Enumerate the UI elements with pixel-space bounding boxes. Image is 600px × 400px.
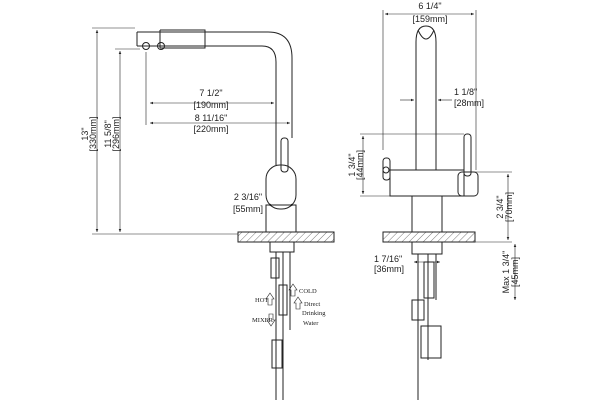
- arrow-down-icon: [266, 313, 276, 327]
- front-lever: [457, 171, 479, 197]
- base-height-imperial: 2 3/4": [495, 195, 505, 218]
- front-dimensions: [360, 10, 517, 300]
- front-body: [389, 169, 465, 197]
- side-shank: [269, 241, 295, 253]
- arrow-up-icon: [288, 283, 298, 297]
- front-spout-tip: [417, 29, 435, 40]
- side-dimensions: [92, 27, 294, 235]
- label-drinking: Drinking: [302, 310, 326, 317]
- front-base: [411, 195, 443, 233]
- label-hot: HOT: [255, 297, 268, 304]
- spout-diameter-metric: [28mm]: [454, 98, 484, 108]
- reach-total-imperial: 8 11/16": [195, 113, 228, 123]
- base-height-metric: [70mm]: [504, 192, 514, 222]
- arrow-up-icon: [265, 292, 275, 306]
- reach-outlet-imperial: 7 1/2": [199, 88, 222, 98]
- spout-diameter-imperial: 1 1/8": [454, 87, 477, 97]
- side-hose-fitting-1: [270, 257, 280, 279]
- front-view: [382, 25, 479, 400]
- deck-thickness-metric: [45mm]: [510, 257, 520, 287]
- height-spout-metric: [296mm]: [111, 116, 121, 151]
- side-countertop: [237, 231, 335, 243]
- arrow-up-icon: [293, 296, 303, 310]
- shank-diameter-imperial: 1 7/16": [374, 254, 402, 264]
- label-mixer: MIXER: [252, 317, 274, 324]
- front-hose-fitting-2: [411, 299, 425, 321]
- side-spout: [137, 31, 293, 165]
- side-hoses: [275, 252, 291, 400]
- width-metric: [159mm]: [412, 14, 447, 24]
- front-shank: [411, 241, 443, 255]
- side-lever: [280, 137, 289, 173]
- front-filter: [420, 325, 442, 359]
- side-body: [265, 164, 297, 210]
- width-imperial: 6 1/4": [418, 1, 441, 11]
- front-countertop: [382, 231, 476, 243]
- front-dimension-text: 6 1/4" [159mm] 1 1/8" [28mm] 1 3/4" [44m…: [347, 1, 520, 293]
- base-diameter-metric: [55mm]: [233, 204, 263, 214]
- side-view: [136, 29, 335, 400]
- side-outlet-1: [142, 42, 150, 50]
- hose-labels: COLD HOT Direct Drinking Water MIXER: [252, 283, 326, 327]
- deck-thickness-imperial: Max 1 3/4": [501, 251, 511, 294]
- base-diameter-imperial: 2 3/16": [234, 192, 262, 202]
- handle-height-imperial: 1 3/4": [347, 153, 357, 176]
- label-cold: COLD: [299, 288, 317, 295]
- side-dimension-text: 13" [330mm] 11 5/8" [296mm] 7 1/2" [190m…: [80, 88, 263, 214]
- side-hose-fitting-2: [278, 284, 288, 316]
- height-total-imperial: 13": [80, 127, 90, 140]
- front-spout: [415, 25, 437, 170]
- front-handle-right: [463, 133, 472, 177]
- side-outlet-2: [157, 42, 165, 50]
- label-water: Water: [303, 320, 319, 327]
- height-spout-imperial: 11 5/8": [103, 120, 113, 148]
- front-hose-fitting-1: [423, 261, 435, 299]
- reach-total-metric: [220mm]: [193, 124, 228, 134]
- label-direct: Direct: [304, 301, 320, 308]
- height-total-metric: [330mm]: [88, 116, 98, 151]
- reach-outlet-metric: [190mm]: [193, 100, 228, 110]
- side-spray-head: [136, 29, 206, 49]
- front-handle-knob: [382, 166, 390, 174]
- handle-height-metric: [44mm]: [355, 150, 365, 180]
- side-hose-fitting-3: [271, 339, 283, 369]
- shank-diameter-metric: [36mm]: [374, 264, 404, 274]
